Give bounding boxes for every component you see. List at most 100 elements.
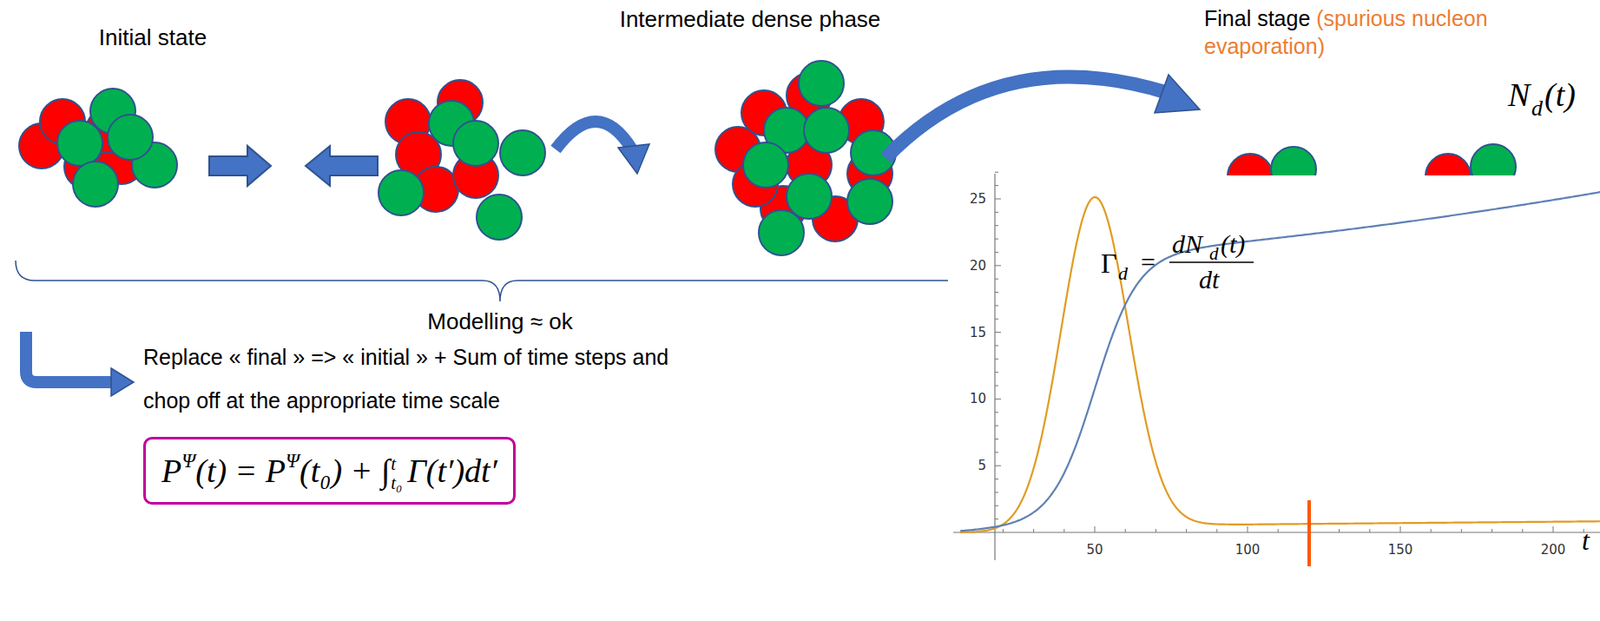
- stage-title: Final stage: [1204, 6, 1311, 31]
- tick-mark: [994, 278, 999, 280]
- tick-mark: [1369, 528, 1370, 533]
- tick-mark: [994, 344, 999, 346]
- formula-symbol: Γ: [1100, 249, 1118, 277]
- tick-mark: [1063, 528, 1065, 533]
- axis-tick-label: 200: [1540, 541, 1567, 558]
- tick-mark: [994, 291, 999, 293]
- tick-mark: [994, 398, 1001, 400]
- formula-symbol: (t): [1220, 229, 1245, 258]
- formula-symbol: (t): [1220, 230, 1245, 257]
- formula-symbol: dt: [1198, 264, 1219, 294]
- bracket-label: Modelling ≈ ok: [427, 309, 573, 333]
- tick-mark: [994, 465, 1001, 467]
- tick-mark: [1491, 528, 1493, 533]
- nucleon: [107, 114, 153, 160]
- bent-arrow: [26, 331, 113, 382]
- tick-mark: [994, 238, 999, 240]
- formula-symbol: Γ: [1100, 247, 1118, 279]
- formula-text: Ψ: [181, 449, 196, 472]
- axis-tick-label: 200: [1540, 543, 1567, 557]
- tick-mark: [1094, 526, 1096, 533]
- formula-text: P: [161, 452, 182, 489]
- curve-label: (t): [1544, 78, 1576, 112]
- formula-symbol: =: [1140, 249, 1156, 276]
- axis-tick-label: 150: [1388, 541, 1414, 558]
- note-text: Replace « final » => « initial » + Sum o…: [143, 344, 669, 413]
- axis-tick-label: 150: [1388, 543, 1414, 557]
- tick-mark: [1033, 528, 1034, 533]
- tick-mark: [994, 264, 1001, 266]
- tick-mark: [1125, 528, 1126, 533]
- nucleon: [847, 178, 893, 224]
- axis-tick-label: 20: [969, 256, 987, 273]
- tick-mark: [994, 198, 1001, 200]
- tick-mark: [1185, 528, 1187, 533]
- tick-mark: [1461, 528, 1462, 533]
- tick-mark: [994, 425, 999, 427]
- nucleon: [803, 107, 850, 153]
- formula-text: (t₀) + ∫: [299, 452, 390, 489]
- axis-tick-label: 100: [1235, 541, 1261, 558]
- arrow-head: [1154, 74, 1200, 113]
- stage-title: Initial state: [98, 24, 207, 51]
- axis-ticks: [972, 171, 1584, 533]
- tick-mark: [994, 451, 999, 453]
- tick-mark: [994, 491, 999, 493]
- tick-mark: [994, 211, 999, 213]
- plot-curves: [960, 191, 1600, 533]
- curve-label: N: [1507, 78, 1530, 112]
- stage-heading: Final stage (spurious nucleon evaporatio…: [1204, 4, 1491, 60]
- curve-label: d: [1531, 97, 1543, 120]
- tick-mark: [994, 251, 999, 253]
- tick-mark: [994, 224, 999, 226]
- tick-mark: [994, 171, 999, 173]
- axis-tick-label: 5: [977, 459, 987, 473]
- tick-mark: [994, 184, 999, 186]
- tick-mark: [1155, 528, 1157, 533]
- count-curve: [960, 191, 1600, 531]
- integral-limits: tt₀: [390, 454, 402, 494]
- axis-tick-label: 10: [969, 390, 987, 407]
- formula-text: Γ(t′)dt′: [407, 452, 498, 489]
- curly-bracket: [15, 260, 985, 302]
- arrow-head: [618, 144, 650, 174]
- tick-mark: [994, 518, 999, 520]
- rate-curve: [960, 197, 1600, 533]
- tick-mark: [994, 438, 999, 440]
- formula-symbol: dN: [1172, 229, 1203, 258]
- formula-symbol: d: [1118, 263, 1128, 284]
- tick-mark: [1521, 528, 1523, 533]
- tick-mark: [1553, 526, 1554, 533]
- tick-mark: [994, 411, 999, 413]
- formula-box: PΨ(t) = PΨ(t₀) + ∫tt₀Γ(t′)dt′: [143, 436, 516, 505]
- tick-mark: [1430, 528, 1432, 533]
- tick-mark: [1216, 528, 1218, 533]
- axis-tick-label: 5: [977, 457, 987, 474]
- curved-arrow: [885, 76, 1166, 159]
- tick-mark: [994, 304, 999, 306]
- y-axis: [994, 173, 995, 560]
- nucleon: [72, 161, 119, 207]
- nucleon: [500, 130, 546, 176]
- nucleon: [57, 120, 103, 166]
- nucleon: [453, 120, 499, 166]
- formula-symbol: d: [1209, 244, 1219, 264]
- nucleon: [786, 173, 832, 219]
- nucleon: [758, 210, 804, 256]
- curve-label: N: [1507, 76, 1530, 113]
- formula-text: (t) = P: [195, 452, 286, 489]
- tick-mark: [1400, 526, 1402, 533]
- block-arrow: [209, 145, 271, 186]
- block-arrow: [305, 145, 378, 186]
- note-text: Replace « final » => « initial » + Sum o…: [143, 335, 686, 422]
- bracket-label: Modelling ≈ ok: [427, 308, 573, 335]
- tick-mark: [1002, 528, 1004, 533]
- axis-tick-label: 50: [1086, 541, 1103, 558]
- axis-tick-label: 15: [969, 323, 987, 340]
- stage-title: Intermediate dense phase: [619, 6, 882, 33]
- formula-symbol: =: [1140, 247, 1156, 277]
- formula-symbol: d: [1209, 243, 1219, 264]
- tick-mark: [1277, 528, 1279, 533]
